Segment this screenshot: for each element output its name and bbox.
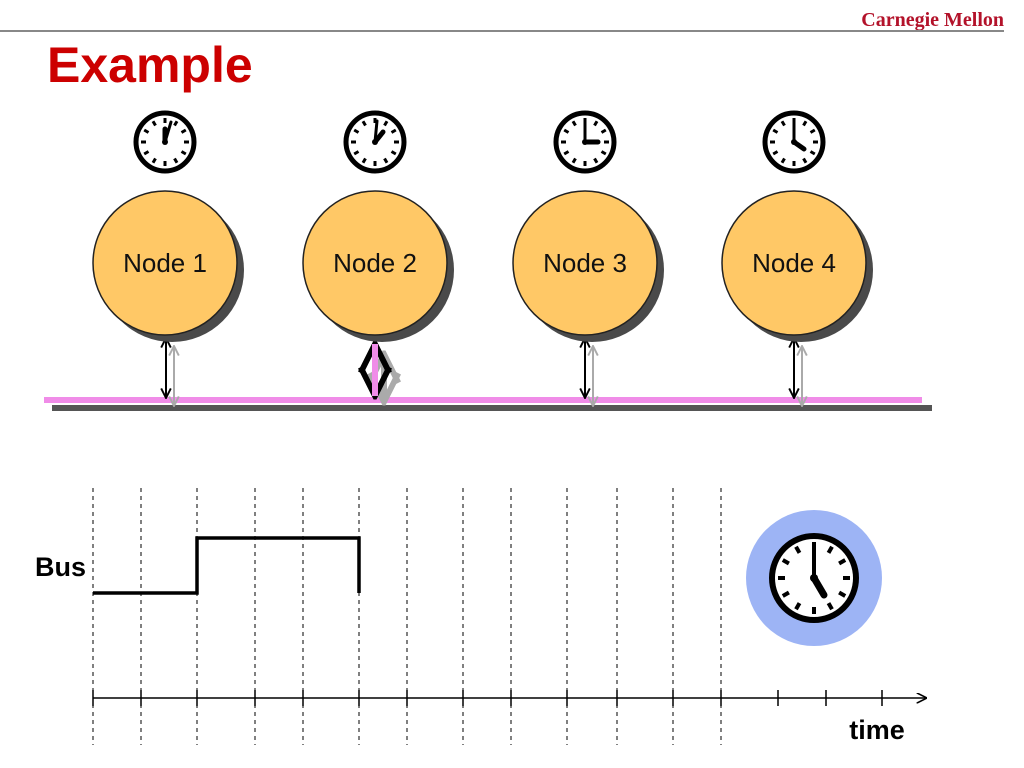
- clock-icon: [762, 110, 826, 174]
- node-1-label: Node 1: [123, 248, 207, 278]
- node-1: Node 1: [92, 110, 244, 406]
- slot-gridlines: [92, 488, 722, 745]
- bus-signal-label: Bus: [35, 552, 86, 582]
- node-2-connector-arrow-active: [375, 344, 384, 402]
- node-1-circle: [92, 190, 238, 336]
- node-2-label: Node 2: [333, 248, 417, 278]
- node-4-label: Node 4: [752, 248, 836, 278]
- clock-icon: [769, 533, 859, 623]
- clock-icon: [133, 110, 197, 174]
- clock-icon: [343, 110, 407, 174]
- time-axis-ticks: [92, 690, 883, 706]
- node-3: Node 3: [512, 110, 664, 406]
- node-4-connector-arrow: [794, 338, 802, 406]
- node-3-circle: [512, 190, 658, 336]
- node-4: Node 4: [721, 110, 873, 406]
- timing-diagram: Bus time: [35, 488, 926, 745]
- node-3-label: Node 3: [543, 248, 627, 278]
- node-2: Node 2: [302, 110, 454, 402]
- time-axis-label: time: [849, 715, 905, 745]
- node-4-circle: [721, 190, 867, 336]
- node-1-connector-arrow: [166, 338, 174, 406]
- node-2-circle: [302, 190, 448, 336]
- global-clock: [746, 510, 882, 646]
- clock-icon: [553, 110, 617, 174]
- slide-title: Example: [47, 37, 253, 93]
- node-3-connector-arrow: [585, 338, 593, 406]
- header-rule: [0, 30, 1004, 32]
- bus-signal-waveform: [93, 536, 361, 595]
- brand-wordmark: Carnegie Mellon: [861, 9, 1004, 31]
